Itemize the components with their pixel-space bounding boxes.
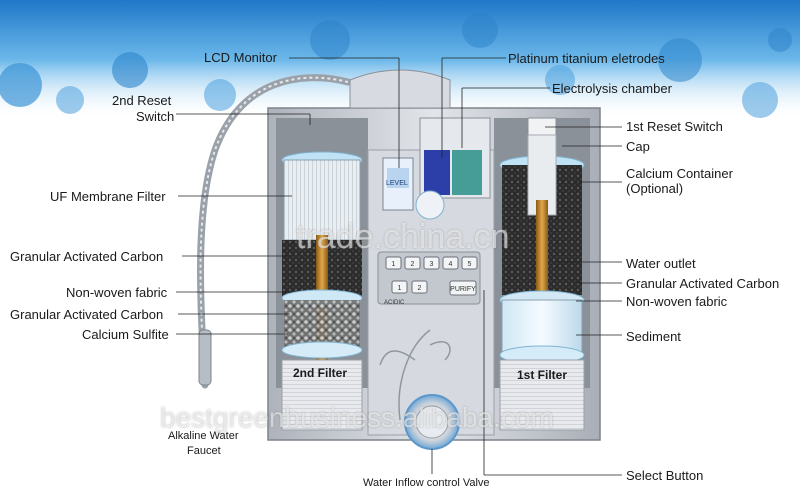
watermark-bottom: bestgreenbusiness.alibaba.com [160, 402, 554, 433]
gac-left-bottom-label: Granular Activated Carbon [10, 307, 164, 322]
level-button-5[interactable]: 5 [461, 256, 478, 270]
lcd-level-text: LEVEL [386, 180, 408, 187]
faucet-label-line1: Alkaline Water [168, 430, 239, 442]
acidic-text: ACIDIC [384, 300, 405, 306]
level-button-2[interactable]: 2 [404, 256, 421, 270]
acidic-button-1-label: 1 [398, 285, 402, 292]
sediment-label: Sediment [626, 329, 681, 344]
acidic-button-1[interactable]: 1 [391, 280, 408, 294]
cap-label: Cap [626, 139, 650, 154]
platinum-electrodes-label: Platinum titanium eletrodes [508, 51, 665, 66]
panel-button-row-top: 1 2 3 4 5 [385, 256, 478, 270]
electrolysis-chamber-label: Electrolysis chamber [552, 81, 672, 96]
level-button-4[interactable]: 4 [442, 256, 459, 270]
level-button-3-label: 3 [430, 261, 434, 268]
level-button-3[interactable]: 3 [423, 256, 440, 270]
select-button-label: Select Button [626, 468, 704, 483]
lily-decoration [379, 329, 451, 421]
level-button-4-label: 4 [449, 261, 453, 268]
faucet-nozzle [198, 329, 212, 386]
water-inflow-valve-knob[interactable] [404, 394, 460, 450]
level-button-5-label: 5 [468, 261, 472, 268]
first-reset-label: 1st Reset Switch [626, 119, 723, 134]
second-filter-cartridge [281, 151, 363, 431]
nonwoven-left-label: Non-woven fabric [66, 285, 168, 300]
watermark-top: trade.china.cn [296, 218, 510, 256]
inflow-valve-label: Water Inflow control Valve [363, 477, 490, 489]
calcium-container-label-line1: Calcium Container [626, 166, 733, 181]
uf-membrane-label: UF Membrane Filter [50, 189, 166, 204]
filter2-label: 2nd Filter [293, 366, 348, 380]
nonwoven-right-label: Non-woven fabric [626, 294, 728, 309]
electrolysis-chamber [419, 117, 491, 199]
calcium-container-label-line2: (Optional) [626, 181, 684, 196]
level-button-2-label: 2 [411, 261, 415, 268]
second-reset-label-line2: Switch [136, 109, 175, 124]
purify-button[interactable]: PURIFY [449, 280, 477, 296]
level-button-1[interactable]: 1 [385, 256, 402, 270]
second-reset-label-line1: 2nd Reset [112, 93, 172, 108]
calcium-sulfite-label: Calcium Sulfite [82, 327, 169, 342]
svg-text:PURIFY: PURIFY [450, 286, 476, 293]
faucet-label-line2: Faucet [187, 445, 221, 457]
gac-right-label: Granular Activated Carbon [626, 276, 780, 291]
acidic-button-2-label: 2 [418, 285, 422, 292]
acidic-button-2[interactable]: 2 [411, 280, 428, 294]
water-outlet-label: Water outlet [626, 256, 696, 271]
filter1-label: 1st Filter [517, 368, 568, 382]
level-button-1-label: 1 [392, 261, 396, 268]
first-filter-cartridge [499, 117, 585, 431]
lcd-monitor-label: LCD Monitor [204, 50, 277, 65]
lcd-monitor [382, 157, 445, 220]
leader-lines [176, 57, 622, 476]
gac-left-top-label: Granular Activated Carbon [10, 249, 164, 264]
